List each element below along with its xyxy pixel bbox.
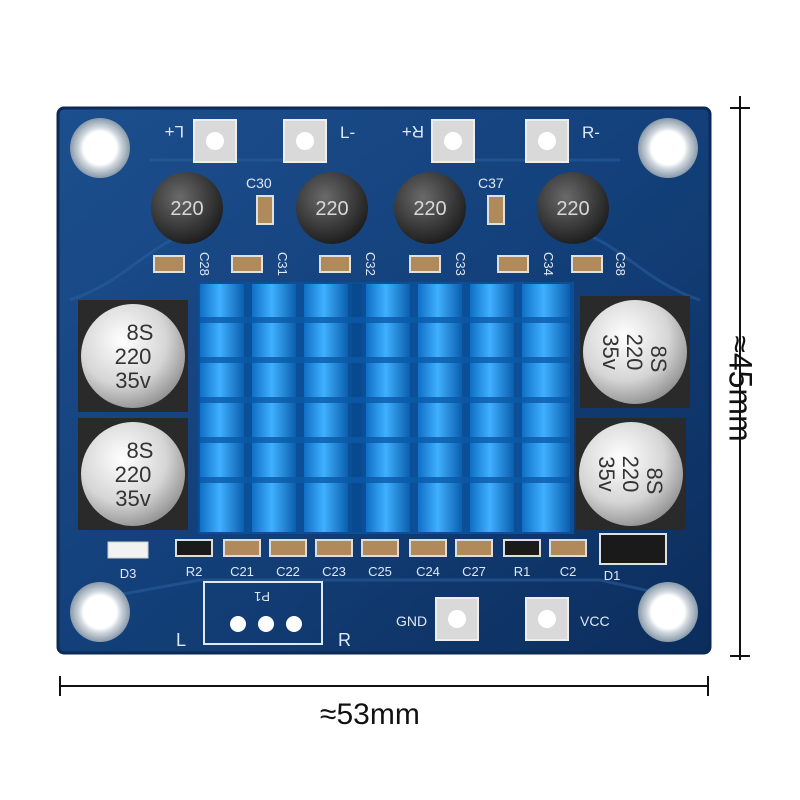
- inductors: [151, 172, 609, 244]
- label-c30: C30: [246, 175, 272, 191]
- label-c27: C27: [462, 564, 486, 579]
- inductor-label: 220: [170, 198, 203, 220]
- label-c21: C21: [230, 564, 254, 579]
- pot-right-label: R: [338, 630, 351, 650]
- label-r2: R2: [186, 564, 203, 579]
- cap-1-line1: 8S: [127, 320, 154, 345]
- cap-2-line1: 8S: [127, 438, 154, 463]
- terminal-label-left-plus: L+: [165, 122, 184, 141]
- vcc-label: VCC: [580, 613, 610, 629]
- pot-id-label: P1: [254, 589, 270, 604]
- cap-4-line2: 220: [618, 456, 643, 493]
- electrolytic-capacitors: [78, 296, 690, 530]
- pot-left-label: L: [176, 630, 186, 650]
- label-c23: C23: [322, 564, 346, 579]
- label-c24: C24: [416, 564, 440, 579]
- cap-2-line2: 220: [115, 462, 152, 487]
- mounting-holes: [70, 118, 698, 642]
- terminal-label-right-plus: R+: [402, 122, 424, 141]
- dimension-lines: [59, 96, 750, 696]
- smd-row-bottom: [107, 533, 667, 565]
- cap-1-line3: 35v: [115, 368, 150, 393]
- cap-3-line2: 220: [622, 334, 647, 371]
- cap-4-line1: 8S: [642, 468, 667, 495]
- inductor-label: 220: [315, 198, 348, 220]
- label-c33: C33: [453, 252, 468, 276]
- label-d3: D3: [120, 566, 137, 581]
- height-dimension-label: ≈45mm: [722, 335, 759, 442]
- label-c25: C25: [368, 564, 392, 579]
- label-d1: D1: [604, 568, 621, 583]
- label-c37: C37: [478, 175, 504, 191]
- label-c38: C38: [613, 252, 628, 276]
- gnd-label: GND: [396, 613, 427, 629]
- terminal-label-left-minus: L-: [340, 123, 355, 142]
- top-terminals: [193, 119, 569, 163]
- cap-4-line3: 35v: [594, 456, 619, 491]
- width-dimension-label: ≈53mm: [320, 698, 420, 731]
- cap-1-line2: 220: [115, 344, 152, 369]
- terminal-label-right-minus: R-: [582, 123, 600, 142]
- label-c32: C32: [363, 252, 378, 276]
- label-c34: C34: [541, 252, 556, 276]
- label-c28: C28: [197, 252, 212, 276]
- label-c22: C22: [276, 564, 300, 579]
- potentiometer: [203, 581, 323, 645]
- label-r1: R1: [514, 564, 531, 579]
- heatsink: [198, 282, 574, 534]
- cap-2-line3: 35v: [115, 486, 150, 511]
- label-c2: C2: [560, 564, 577, 579]
- cap-3-line1: 8S: [646, 346, 671, 373]
- label-c31: C31: [275, 252, 290, 276]
- smd-row-top: [153, 255, 603, 273]
- inductor-label: 220: [413, 198, 446, 220]
- cap-3-line3: 35v: [598, 334, 623, 369]
- small-caps-top: [256, 195, 505, 225]
- inductor-label: 220: [556, 198, 589, 220]
- power-terminals: [435, 597, 569, 641]
